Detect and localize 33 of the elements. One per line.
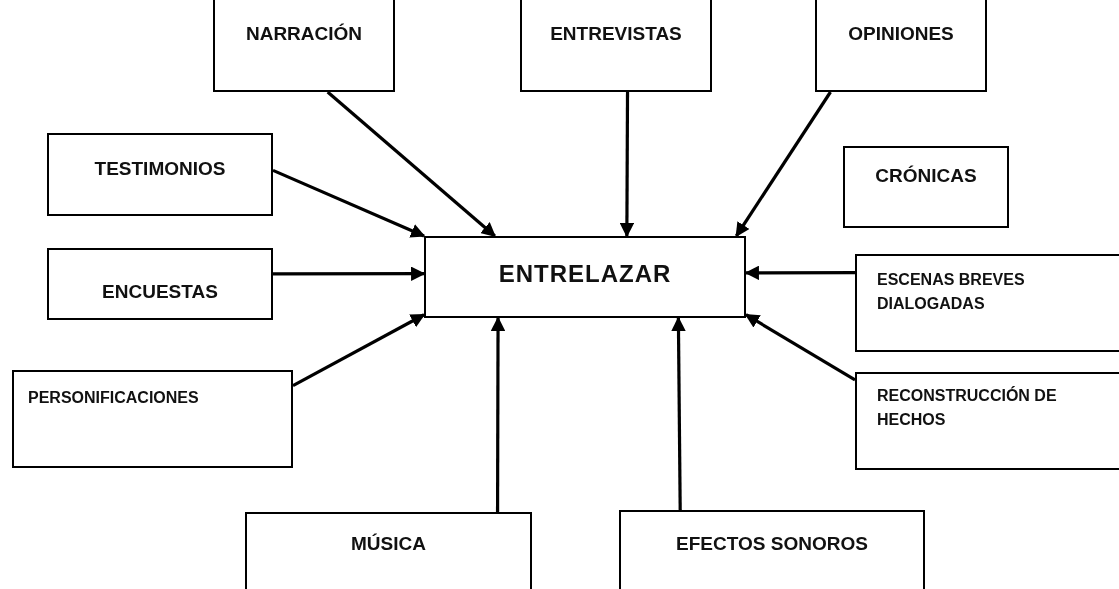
node-label: RECONSTRUCCIÓN DE HECHOS <box>877 385 1058 430</box>
node-label: ENTREVISTAS <box>549 22 683 46</box>
arrow <box>619 92 635 238</box>
text-box <box>855 372 1119 470</box>
text-box <box>855 254 1119 352</box>
arrow <box>292 313 426 388</box>
arrow <box>735 91 832 238</box>
node-label: PERSONIFICACIONES <box>28 388 200 408</box>
node-label: ESCENAS BREVES DIALOGADAS <box>877 270 1026 314</box>
node-label: CRÓNICAS <box>874 164 978 188</box>
text-box <box>520 0 712 92</box>
arrow <box>671 316 686 510</box>
text-box <box>12 370 293 468</box>
node-label: ENCUESTAS <box>101 280 219 304</box>
arrow <box>273 266 426 281</box>
text-box <box>245 512 532 589</box>
node-label: MÚSICA <box>350 532 427 556</box>
text-box <box>424 236 746 318</box>
arrow <box>272 168 426 238</box>
text-box <box>619 510 925 589</box>
node-label: NARRACIÓN <box>244 22 364 46</box>
text-box <box>843 146 1009 228</box>
text-box <box>213 0 395 92</box>
arrow <box>490 316 506 512</box>
node-label: OPINIONES <box>847 22 955 46</box>
text-box <box>815 0 987 92</box>
node-label: ENTRELAZAR <box>497 259 673 289</box>
arrow <box>744 313 856 382</box>
text-box <box>47 248 273 320</box>
node-label: EFECTOS SONOROS <box>675 532 869 556</box>
text-box <box>47 133 273 216</box>
node-label: TESTIMONIOS <box>93 157 227 181</box>
arrow <box>326 90 496 238</box>
